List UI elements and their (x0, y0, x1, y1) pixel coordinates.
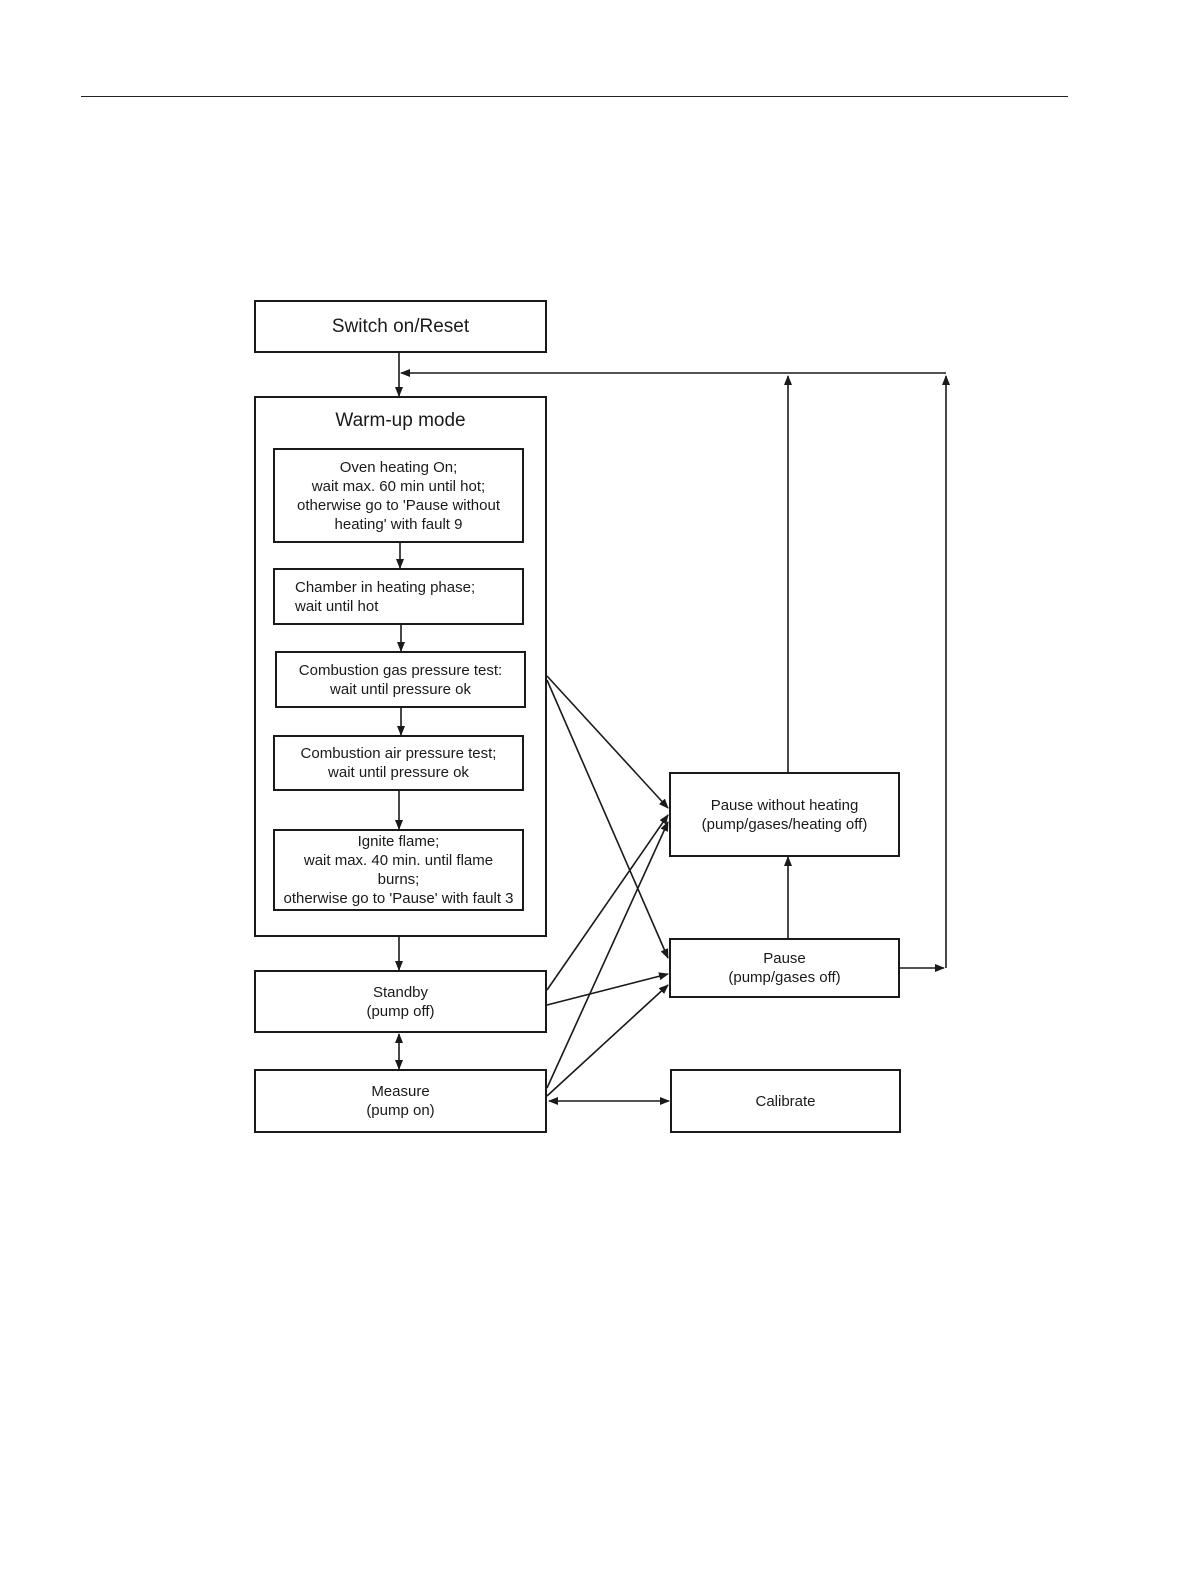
node-calibrate: Calibrate (670, 1069, 901, 1133)
node-label: Chamber in heating phase; wait until hot (295, 578, 476, 615)
node-gas-pressure-test: Combustion gas pressure test: wait until… (275, 651, 526, 708)
node-label: Oven heating On; wait max. 60 min until … (297, 458, 500, 533)
header-rule (81, 96, 1068, 97)
node-label: Pause without heating (pump/gases/heatin… (701, 796, 868, 833)
node-label: Switch on/Reset (331, 316, 470, 337)
node-chamber-heating: Chamber in heating phase; wait until hot (273, 568, 524, 625)
arrow-warmup-to-pause (546, 679, 669, 959)
arrow-measure-to-pausenoheat (546, 821, 669, 1089)
node-label: Ignite flame; wait max. 40 min. until fl… (283, 833, 514, 907)
node-pause-without-heating: Pause without heating (pump/gases/heatin… (669, 772, 900, 857)
arrow-standby-to-pause (546, 972, 669, 1006)
node-label: Combustion gas pressure test: wait until… (298, 661, 503, 698)
node-warmup-mode: Warm-up mode (254, 396, 547, 937)
node-measure: Measure (pump on) (254, 1069, 547, 1133)
arrow-warmup-to-pausenoheat (546, 675, 669, 809)
node-label: Measure (pump on) (366, 1083, 435, 1119)
node-standby: Standby (pump off) (254, 970, 547, 1033)
warmup-title: Warm-up mode (335, 410, 466, 431)
node-label: Calibrate (755, 1092, 816, 1110)
node-ignite-flame: Ignite flame; wait max. 40 min. until fl… (273, 829, 524, 911)
node-label: Standby (pump off) (366, 983, 435, 1020)
node-oven-heating: Oven heating On; wait max. 60 min until … (273, 448, 524, 543)
node-air-pressure-test: Combustion air pressure test; wait until… (273, 735, 524, 791)
node-label: Combustion air pressure test; wait until… (300, 745, 497, 781)
arrow-standby-to-pausenoheat (546, 814, 669, 991)
node-switch-on-reset: Switch on/Reset (254, 300, 547, 353)
arrow-measure-to-pause (546, 984, 669, 1097)
node-pause: Pause (pump/gases off) (669, 938, 900, 998)
node-label: Pause (pump/gases off) (728, 950, 841, 986)
